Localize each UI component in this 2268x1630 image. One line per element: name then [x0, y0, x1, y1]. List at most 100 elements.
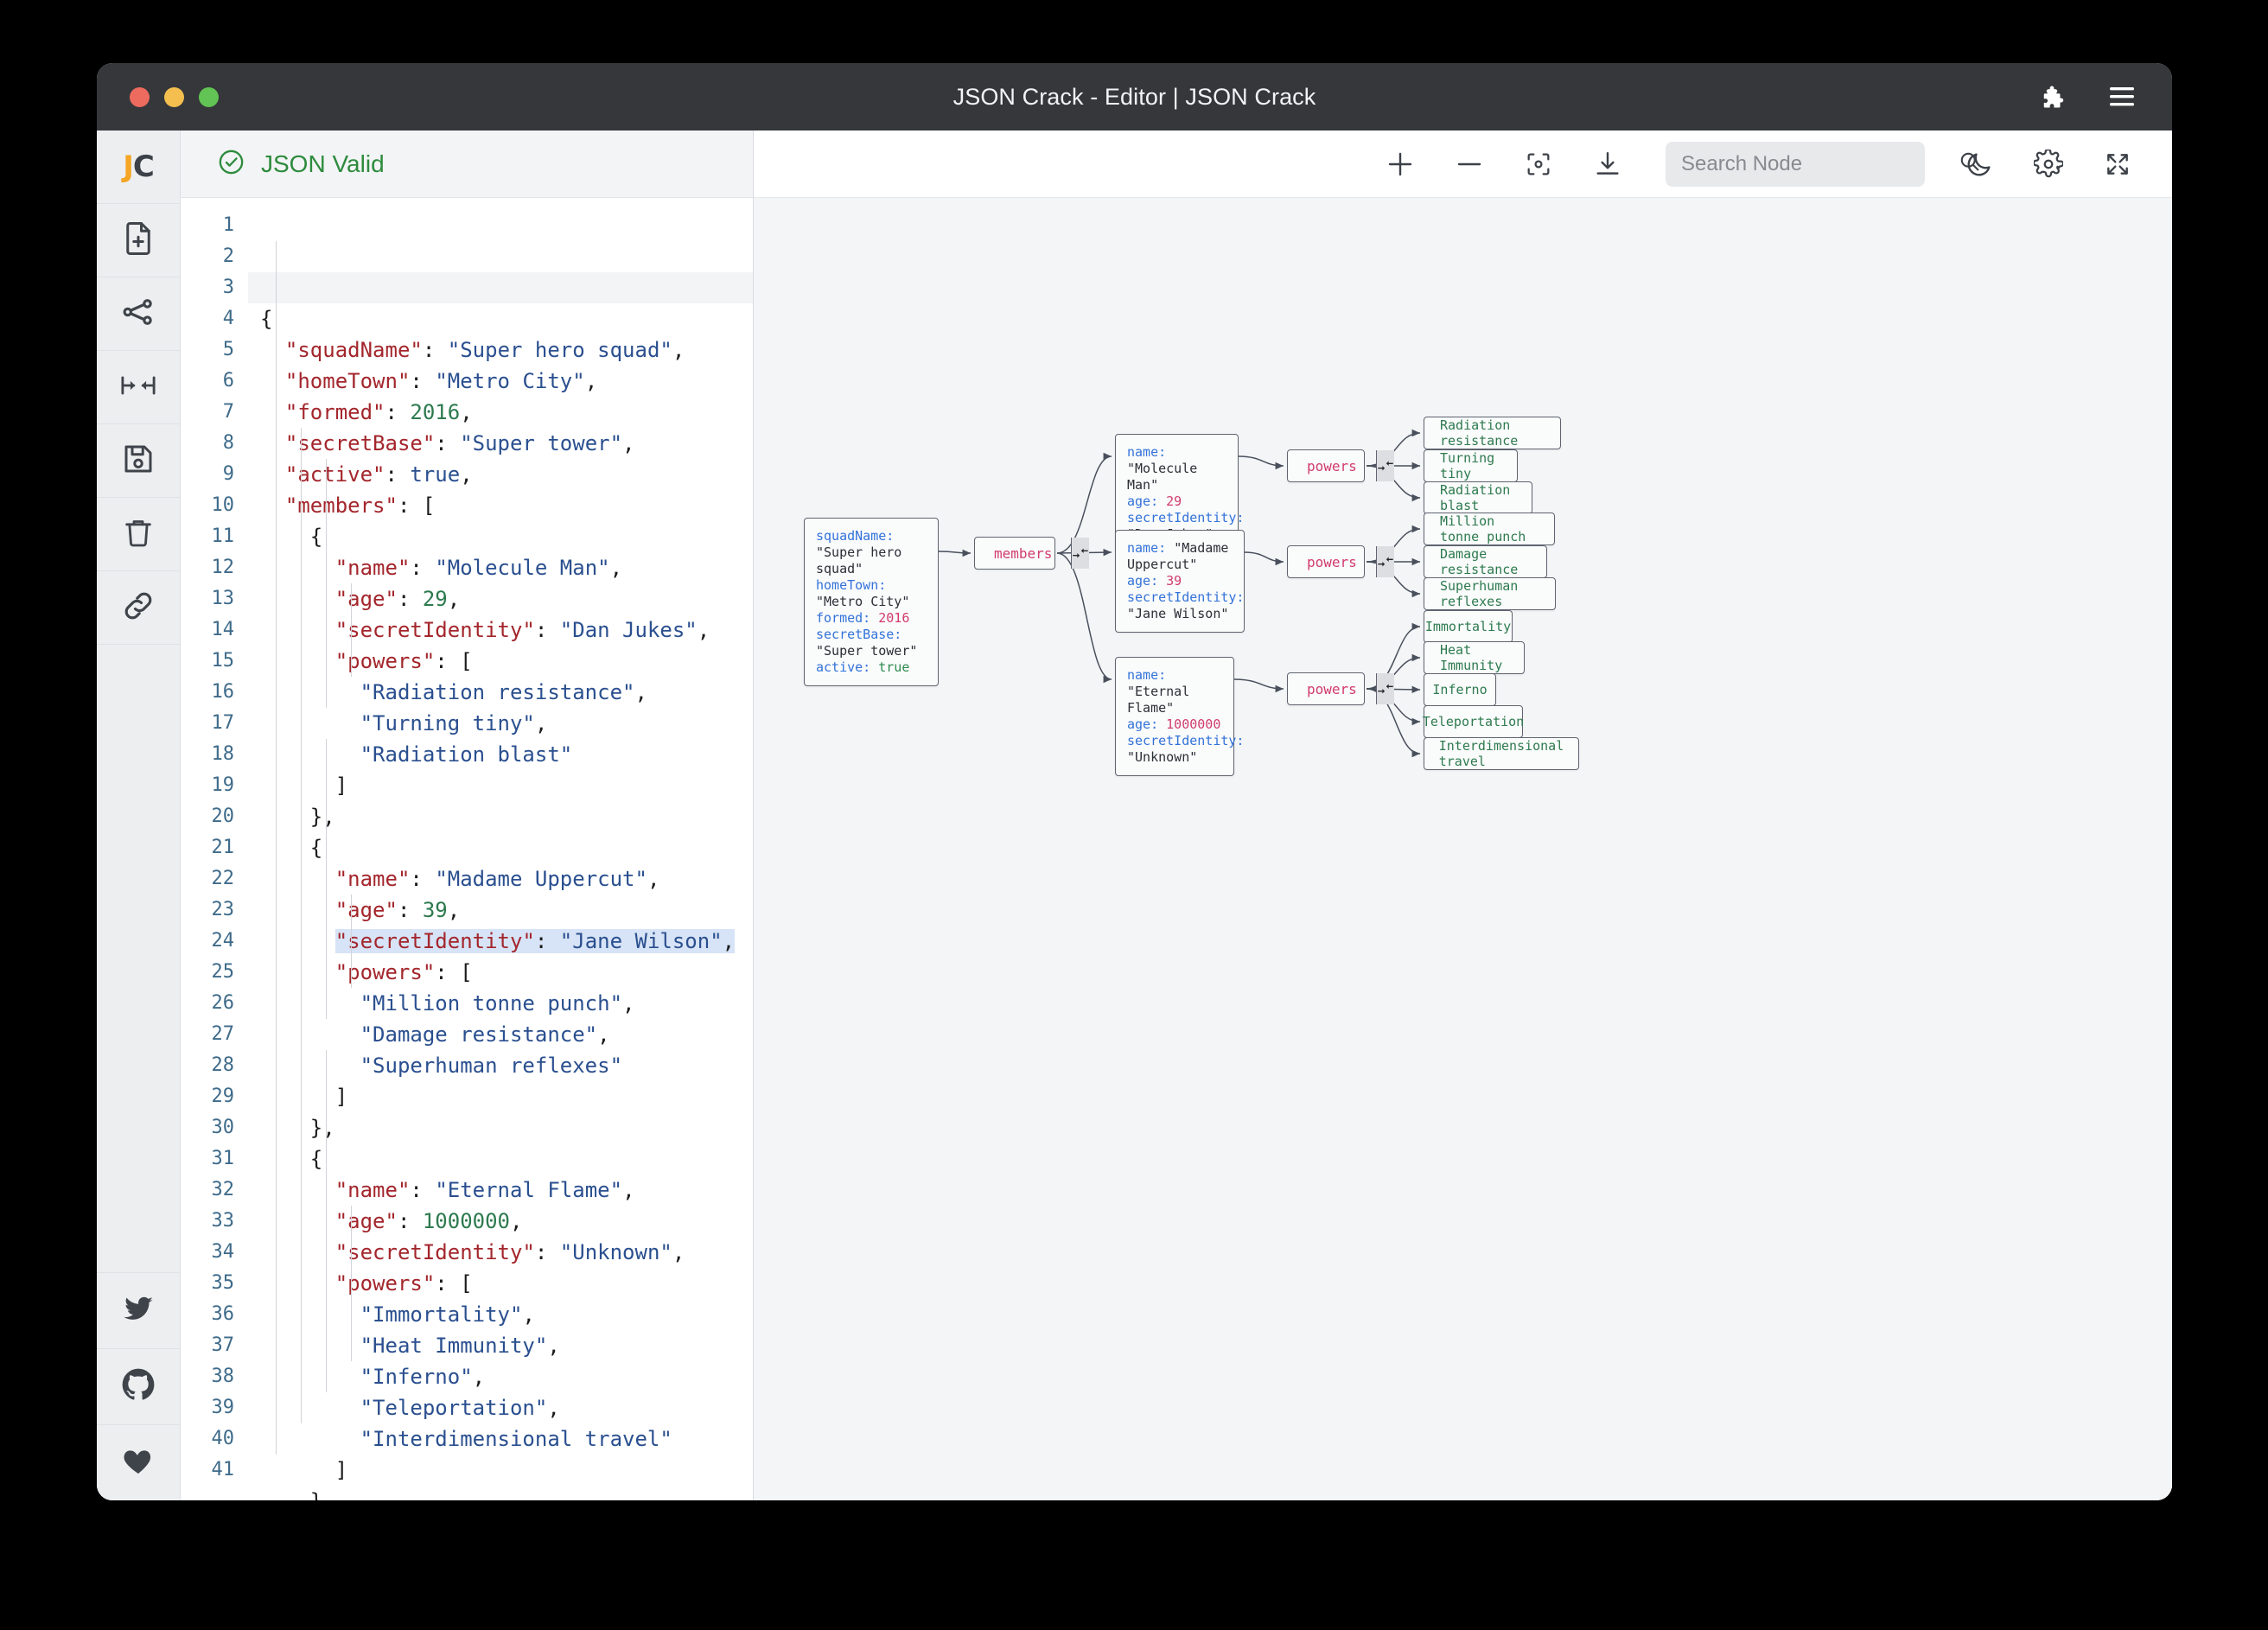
code-line[interactable]: "powers": [	[334, 649, 473, 673]
graph-leaf-node[interactable]: Million tonne punch	[1424, 513, 1555, 545]
graph-members-node[interactable]: members	[974, 537, 1090, 570]
code-line[interactable]: "age": 39,	[334, 898, 461, 922]
code-line[interactable]: {	[309, 836, 323, 860]
app-window: JSON Crack - Editor | JSON Crack JC	[97, 63, 2172, 1500]
code-line[interactable]: "Inferno",	[360, 1365, 486, 1389]
traffic-light-controls	[130, 86, 219, 107]
code-line[interactable]: "formed": 2016,	[284, 400, 473, 424]
code-line[interactable]: "secretIdentity": "Jane Wilson",	[334, 929, 736, 953]
indent-guide	[326, 1050, 327, 1392]
sidebar-item-twitter[interactable]	[97, 1272, 180, 1348]
code-line[interactable]: "name": "Eternal Flame",	[334, 1178, 635, 1202]
code-line[interactable]: "Superhuman reflexes"	[360, 1054, 623, 1078]
node-label: Interdimensional travel	[1438, 738, 1564, 769]
sidebar-item-share[interactable]	[97, 277, 180, 351]
center-view-icon[interactable]	[1519, 144, 1558, 184]
search-input[interactable]	[1681, 151, 1949, 176]
graph-leaf-node[interactable]: Inferno	[1424, 673, 1496, 706]
code-line[interactable]: "Million tonne punch",	[360, 991, 635, 1016]
code-line[interactable]: "age": 29,	[334, 587, 461, 611]
code-line[interactable]: "Turning tiny",	[360, 711, 548, 735]
code-line[interactable]: "secretIdentity": "Dan Jukes",	[334, 618, 710, 642]
collapse-arrows-icon[interactable]	[1071, 538, 1090, 569]
code-line[interactable]: ]	[334, 774, 348, 798]
graph-powers-node-2[interactable]: powers	[1287, 672, 1394, 705]
collapse-arrows-icon[interactable]	[1375, 450, 1394, 481]
code-line[interactable]: "powers": [	[334, 960, 473, 984]
code-line[interactable]: },	[309, 805, 335, 829]
maximize-window-button[interactable]	[199, 86, 219, 107]
graph-powers-node-1[interactable]: powers	[1287, 545, 1394, 578]
sidebar-item-clear[interactable]	[97, 498, 180, 571]
graph-leaf-node[interactable]: Teleportation	[1423, 705, 1524, 738]
code-line[interactable]: ]	[334, 1085, 348, 1109]
code-line[interactable]: "Interdimensional travel"	[360, 1427, 672, 1451]
graph-leaf-node[interactable]: Heat Immunity	[1424, 641, 1525, 674]
code-line[interactable]: "Radiation blast"	[360, 742, 573, 767]
code-line[interactable]: "Heat Immunity",	[360, 1334, 560, 1358]
twitter-icon	[121, 1291, 156, 1330]
graph-root-node[interactable]: squadName: "Super hero squad"homeTown: "…	[804, 518, 939, 686]
code-line[interactable]: "Teleportation",	[360, 1396, 560, 1420]
download-icon[interactable]	[1588, 144, 1628, 184]
graph-leaf-node[interactable]: Interdimensional travel	[1424, 737, 1579, 770]
graph-leaf-node[interactable]: Superhuman reflexes	[1424, 577, 1556, 610]
code-line[interactable]: "Radiation resistance",	[360, 680, 647, 704]
graph-leaf-node[interactable]: Radiation resistance	[1424, 417, 1561, 449]
code-line[interactable]: "squadName": "Super hero squad",	[284, 338, 685, 362]
code-line[interactable]: "Damage resistance",	[360, 1022, 610, 1047]
jsoncrack-logo[interactable]: JC	[97, 131, 180, 204]
hamburger-menu-icon[interactable]	[2108, 86, 2136, 108]
line-number: 22	[211, 868, 235, 889]
puzzle-piece-icon[interactable]	[2041, 84, 2067, 110]
code-line[interactable]: "powers": [	[334, 1271, 473, 1296]
gear-icon[interactable]	[2029, 144, 2068, 184]
moon-icon[interactable]	[1959, 144, 1999, 184]
graph-leaf-node[interactable]: Turning tiny	[1424, 449, 1518, 482]
close-window-button[interactable]	[130, 86, 150, 107]
search-node-box[interactable]	[1666, 141, 1979, 187]
code-line[interactable]: },	[309, 1116, 335, 1140]
code-line[interactable]: "Immortality",	[360, 1302, 535, 1327]
graph-leaf-node[interactable]: Immortality	[1424, 610, 1513, 643]
sidebar-item-github[interactable]	[97, 1348, 180, 1424]
code-line[interactable]: "name": "Madame Uppercut",	[334, 867, 660, 891]
graph-powers-node-0[interactable]: powers	[1287, 449, 1394, 482]
collapse-arrows-icon[interactable]	[1375, 546, 1394, 577]
line-number: 32	[211, 1179, 235, 1200]
line-number: 37	[211, 1334, 235, 1356]
fullscreen-icon[interactable]	[2098, 144, 2137, 184]
code-line[interactable]: {	[309, 1147, 323, 1171]
graph-canvas[interactable]: squadName: "Super hero squad"homeTown: "…	[754, 198, 2172, 1500]
code-line[interactable]: "secretIdentity": "Unknown",	[334, 1240, 685, 1264]
node-label: Heat Immunity	[1440, 642, 1503, 673]
code-line[interactable]: "members": [	[284, 493, 436, 518]
sidebar-item-toggle-layout[interactable]	[97, 351, 180, 424]
code-line[interactable]: ]	[334, 1458, 348, 1482]
collapse-arrows-icon[interactable]	[1375, 673, 1394, 704]
graph-leaf-node[interactable]: Radiation blast	[1424, 481, 1532, 514]
code-line[interactable]: }	[260, 1486, 753, 1500]
code-line[interactable]: "active": true,	[284, 462, 473, 487]
sidebar-item-save[interactable]	[97, 424, 180, 498]
code-line[interactable]: "age": 1000000,	[334, 1209, 523, 1233]
minimize-window-button[interactable]	[164, 86, 184, 107]
graph-leaf-node[interactable]: Damage resistance	[1424, 545, 1547, 578]
code-line[interactable]: {	[309, 525, 323, 549]
minus-icon[interactable]	[1449, 144, 1489, 184]
sidebar-item-copy-link[interactable]	[97, 571, 180, 645]
code-line[interactable]: {	[260, 307, 273, 331]
code-line[interactable]: "secretBase": "Super tower",	[284, 431, 635, 455]
code-line[interactable]: "homeTown": "Metro City",	[284, 369, 598, 393]
code-line[interactable]: "name": "Molecule Man",	[334, 556, 623, 580]
node-row: name: "Molecule Man"	[1127, 444, 1226, 493]
sidebar-item-new-document[interactable]	[97, 204, 180, 277]
sidebar-item-sponsor[interactable]	[97, 1424, 180, 1500]
node-key: homeTown:	[816, 577, 887, 593]
plus-icon[interactable]	[1380, 144, 1420, 184]
line-number: 8	[222, 432, 234, 454]
code-content[interactable]: { "squadName": "Super hero squad", "home…	[248, 198, 753, 1500]
